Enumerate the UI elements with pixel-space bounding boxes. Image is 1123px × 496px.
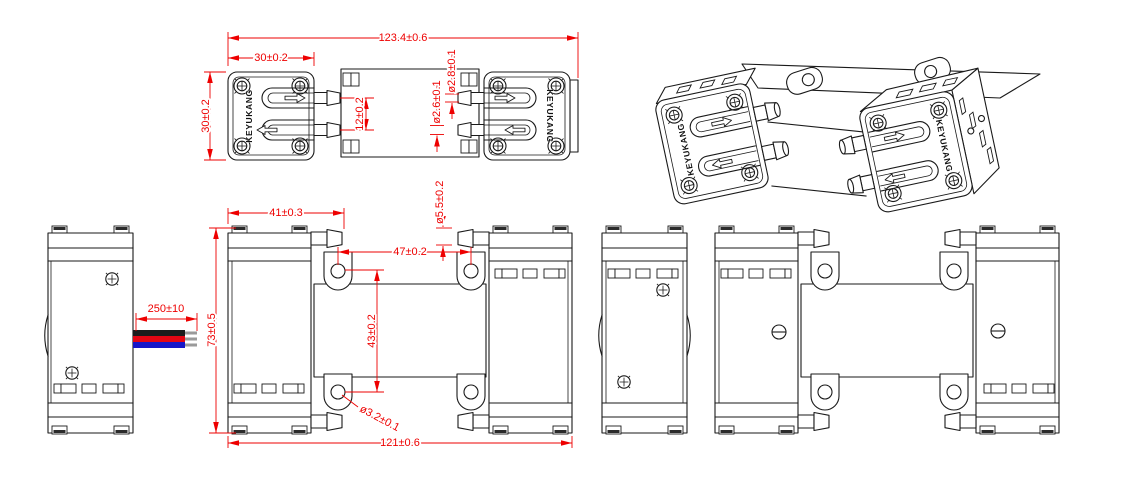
barb-fitting — [797, 411, 830, 432]
dim-head-width-front: 41±0.3 — [269, 207, 303, 219]
motor-block — [800, 283, 974, 378]
dim-overall-length-front: 121±0.6 — [380, 437, 420, 449]
wire-blue — [133, 342, 185, 348]
mount-hole — [330, 384, 346, 400]
wire-tip — [185, 343, 197, 347]
barb-fitting — [457, 411, 490, 432]
dim-hole-span-h: 47±0.2 — [393, 246, 427, 258]
dim-wire-length: 250±10 — [148, 303, 185, 315]
top-view: KEYUKANG KEYUKANG 123.4±0.6 30±0.2 30±0.… — [198, 30, 579, 161]
dim-overall-length-top: 123.4±0.6 — [379, 32, 428, 44]
dim-port-inner-dia: ø2.6±0.1 — [431, 80, 443, 123]
wire-red — [133, 336, 185, 342]
dim-body-width-top: 30±0.2 — [200, 99, 212, 133]
barb-fitting — [797, 228, 830, 249]
brand-text: KEYUKANG — [244, 89, 254, 142]
barb-fitting — [313, 89, 341, 107]
side-view-plain — [598, 225, 691, 435]
barb-fitting — [457, 121, 485, 139]
iso-pump-head-right: KEYUKANG — [837, 67, 1000, 213]
pump-head-right-top: KEYUKANG — [457, 71, 571, 161]
barb-fitting — [944, 411, 977, 432]
front-view: 41±0.3 73±0.5 47±0.2 43±0.2 ø5.5±0.2 ø3.… — [204, 179, 573, 451]
barb-fitting — [457, 228, 490, 249]
side-lip — [569, 79, 579, 153]
barb-fitting — [944, 228, 977, 249]
iso-mount-ear-left — [786, 66, 823, 95]
mount-hole — [330, 263, 346, 279]
screw-icon — [65, 366, 79, 380]
dim-port-outer-dia: ø2.8±0.1 — [446, 49, 458, 92]
mount-hole — [817, 263, 833, 279]
barb-fitting — [313, 121, 341, 139]
mount-hole — [946, 384, 962, 400]
screw-icon — [656, 283, 670, 297]
barb-fitting — [752, 99, 783, 124]
mount-hole — [463, 384, 479, 400]
barb-fitting — [760, 138, 791, 163]
dim-barb-dia: ø5.5±0.2 — [434, 181, 446, 224]
barb-fitting — [310, 228, 343, 249]
wire-black — [133, 330, 185, 336]
wire-tip — [185, 331, 197, 335]
pump-head-right-rear — [944, 225, 1060, 435]
side-view-wired: 250±10 — [44, 225, 198, 435]
dim-port-spacing: 12±0.2 — [354, 97, 366, 131]
barb-fitting — [845, 172, 876, 197]
wire-tip — [185, 337, 197, 341]
pump-head-right-front — [457, 225, 573, 435]
mount-hole — [817, 384, 833, 400]
rear-view — [714, 225, 1060, 435]
dim-hole-dia: ø3.2±0.1 — [358, 403, 402, 434]
barb-fitting — [837, 132, 868, 157]
screw-icon — [617, 375, 631, 389]
mount-hole — [946, 263, 962, 279]
pump-head-left-rear — [714, 225, 830, 435]
dim-head-width-top: 30±0.2 — [254, 52, 288, 64]
pump-head-left-top: KEYUKANG — [227, 71, 341, 161]
dim-hole-span-v: 43±0.2 — [366, 314, 378, 348]
pump-head-left-front — [227, 225, 343, 435]
mount-hole — [463, 263, 479, 279]
side-view-dimensions: 250±10 — [135, 301, 198, 331]
barb-fitting — [310, 411, 343, 432]
barb-fitting — [457, 89, 485, 107]
screw-icon — [105, 272, 119, 286]
iso-pump-head-left: KEYUKANG — [655, 67, 791, 205]
isometric-view: KEYUKANG KEYUKANG — [655, 56, 1041, 213]
motor-block — [313, 283, 487, 378]
brand-text: KEYUKANG — [545, 89, 555, 142]
dim-height-front: 73±0.5 — [206, 313, 218, 347]
top-view-dimensions: 123.4±0.6 30±0.2 30±0.2 12±0.2 ø2.6±0.1 … — [198, 30, 579, 161]
wire-leads — [133, 330, 197, 348]
